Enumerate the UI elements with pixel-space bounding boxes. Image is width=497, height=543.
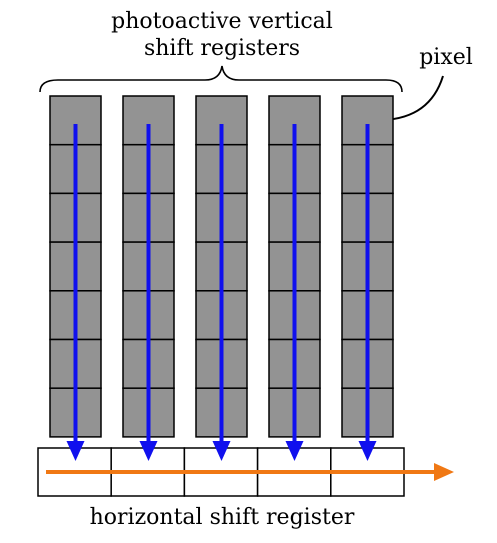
vertical-registers-brace (39, 65, 403, 93)
vertical-registers-label-line2: shift registers (144, 36, 300, 61)
vertical-arrow (66, 124, 85, 461)
horizontal-register-label: horizontal shift register (90, 505, 355, 530)
horizontal-transfer-arrow (46, 463, 454, 481)
vertical-arrow (212, 124, 231, 461)
pixel-label: pixel (419, 45, 473, 70)
vertical-transfer-arrows (66, 124, 377, 461)
vertical-arrow (358, 124, 377, 461)
vertical-registers-label-line1: photoactive vertical (111, 9, 333, 34)
vertical-arrow (139, 124, 158, 461)
vertical-arrow (285, 124, 304, 461)
